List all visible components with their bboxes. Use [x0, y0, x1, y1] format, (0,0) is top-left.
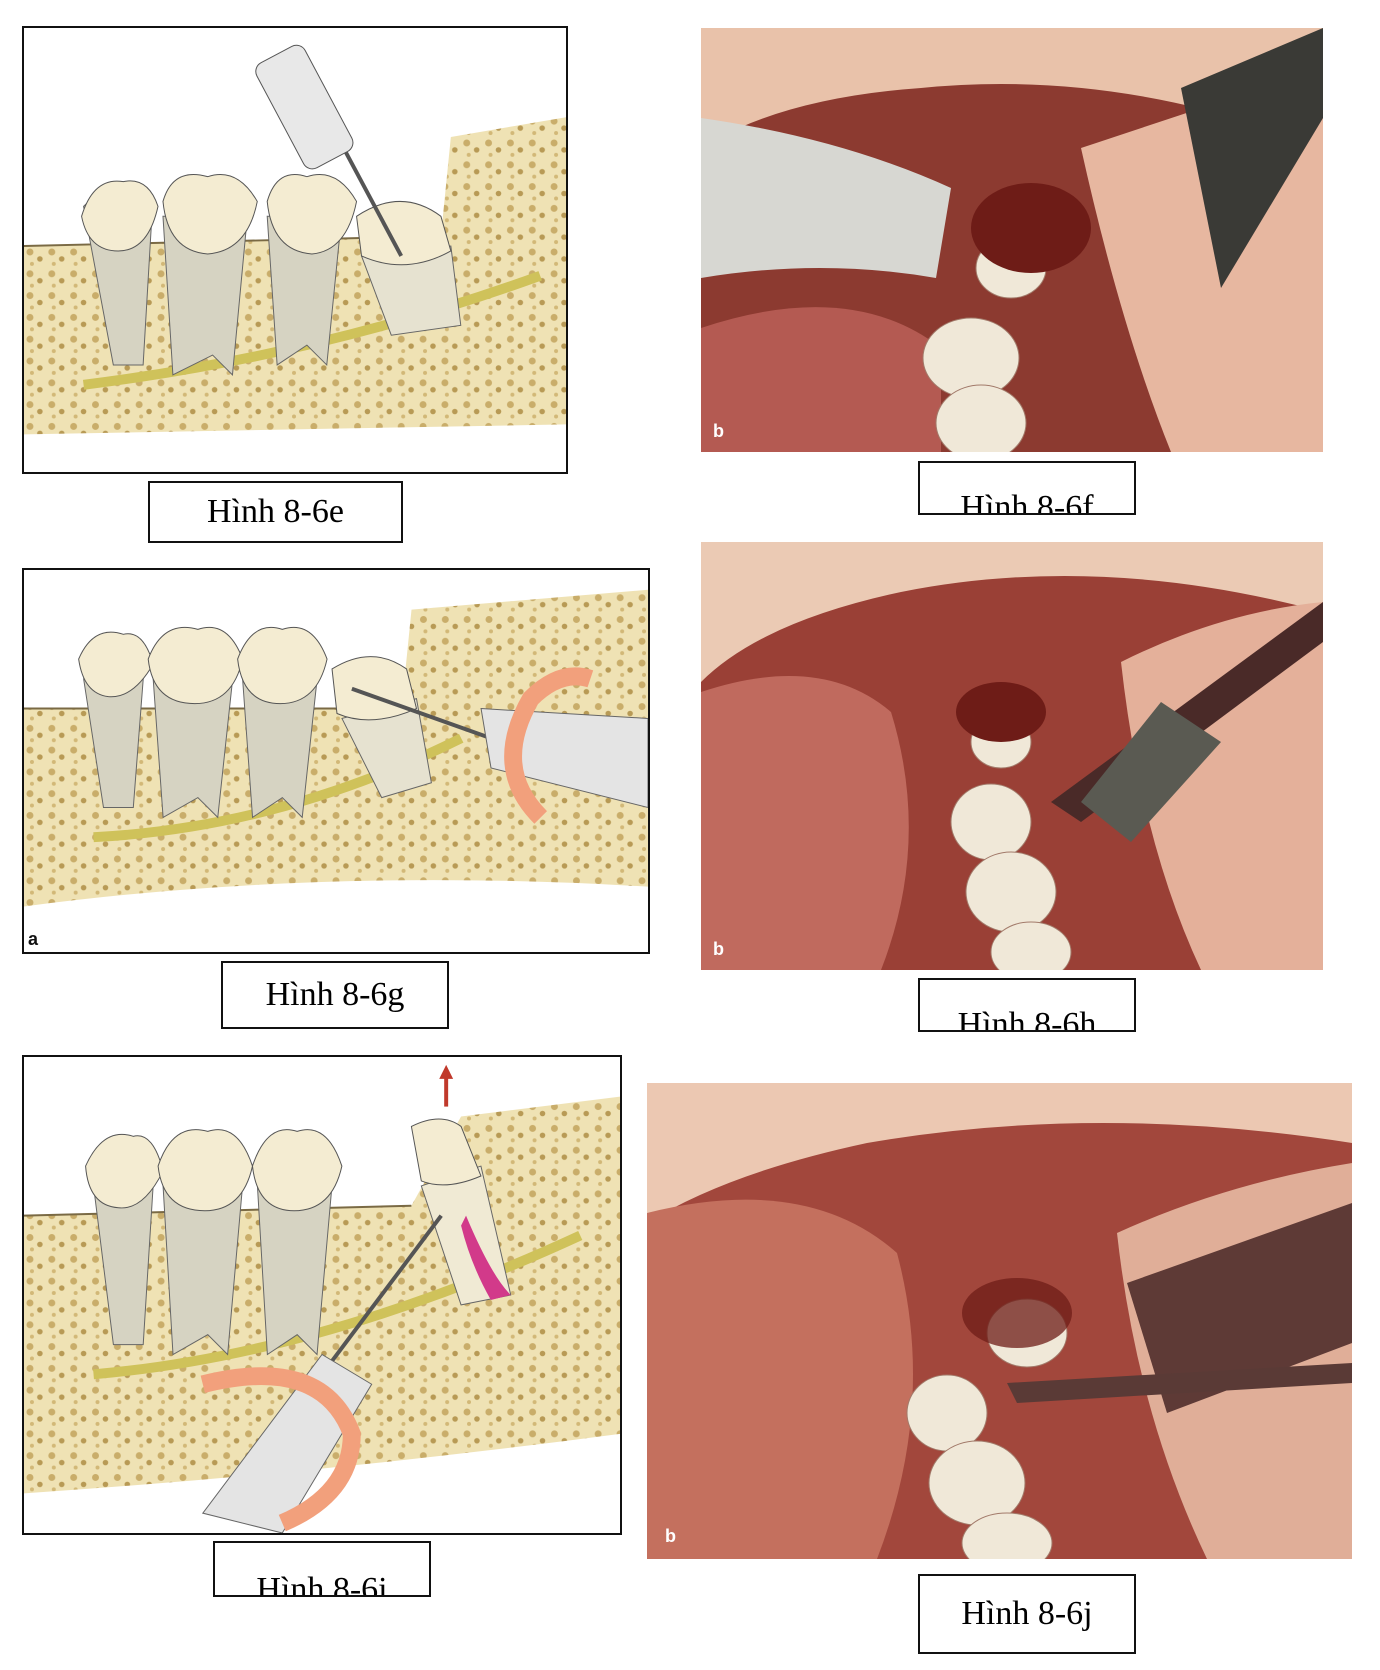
figure-8-6e-illustration [22, 26, 568, 474]
figure-8-6j-photo: b [647, 1083, 1352, 1559]
photo-corner-label: b [713, 421, 724, 441]
molar-1 [85, 1133, 164, 1346]
molar-3 [266, 173, 358, 367]
figure-8-6g-illustration: a [22, 568, 650, 954]
figure-8-6h-photo: b [701, 542, 1323, 970]
photo-svg [647, 1083, 1352, 1559]
caption-8-6e: Hình 8-6e [148, 481, 403, 543]
caption-8-6h: Hình 8-6h [918, 978, 1136, 1032]
caption-8-6j: Hình 8-6j [918, 1574, 1136, 1654]
drill-handpiece-icon [255, 44, 403, 257]
photo-corner-label: b [665, 1526, 676, 1546]
caption-8-6i: Hình 8-6i [213, 1541, 431, 1597]
extracted-tooth [410, 1118, 512, 1306]
nerve-canal [93, 1230, 583, 1380]
photo-corner-label: b [713, 939, 724, 959]
caption-8-6g: Hình 8-6g [221, 961, 449, 1029]
illustration-svg [24, 1064, 620, 1533]
rotation-arrow-icon [504, 667, 594, 824]
up-arrow-icon [439, 1064, 454, 1107]
molar-3 [237, 626, 328, 819]
rotation-arrow-icon [200, 1367, 361, 1532]
photo-svg [701, 542, 1323, 970]
figure-8-6i-illustration [22, 1055, 622, 1535]
illustration-svg [24, 589, 648, 907]
molar-3 [251, 1129, 343, 1356]
caption-8-6f: Hình 8-6f [918, 461, 1136, 515]
molar-1 [81, 180, 159, 366]
molar-1 [78, 631, 154, 809]
molar-2 [162, 173, 258, 376]
photo-svg [701, 28, 1323, 452]
figure-8-6f-photo: b [701, 28, 1323, 452]
molar-2 [157, 1129, 253, 1356]
illustration-svg [24, 44, 566, 435]
illustration-corner-label: a [28, 929, 39, 949]
